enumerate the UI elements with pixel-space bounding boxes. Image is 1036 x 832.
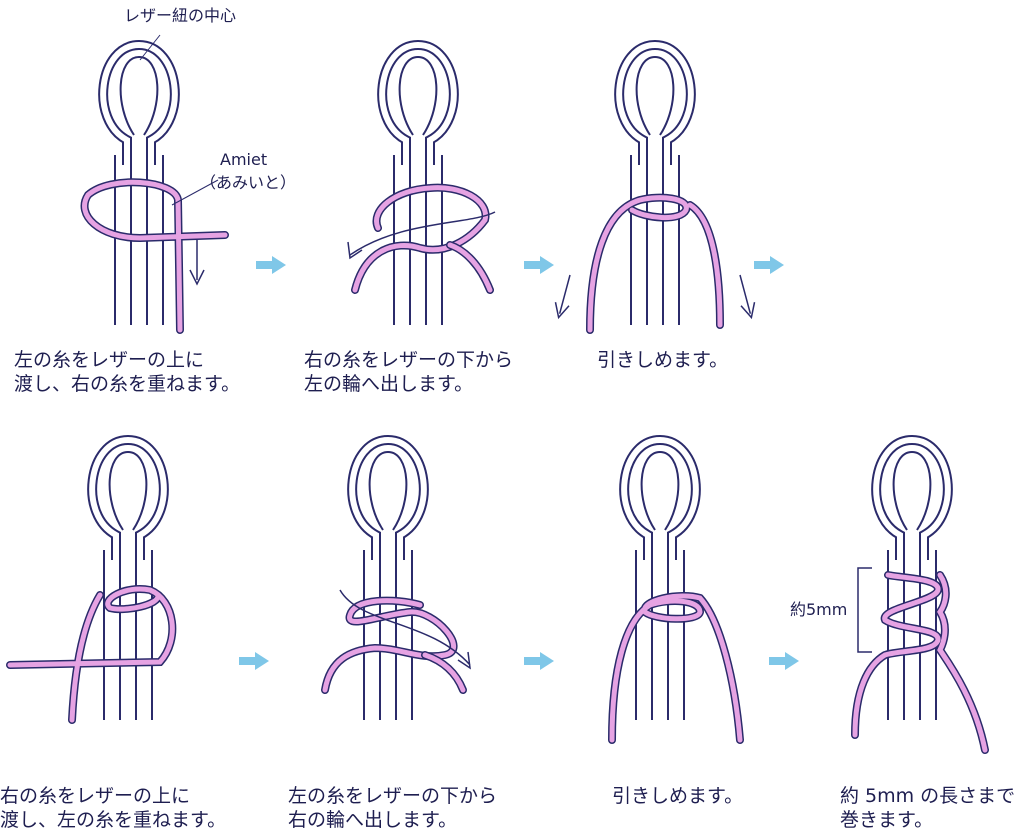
step7-figure <box>851 440 989 754</box>
amiet-label: Amiet <box>220 150 268 169</box>
step5-figure <box>321 440 471 720</box>
step3-caption: 引きしめます。 <box>597 349 729 371</box>
right-arrow-icon <box>769 652 799 670</box>
amiet-reading-label: （あみいと） <box>200 173 297 192</box>
step4-figure <box>6 440 177 720</box>
step5-caption: 左の糸をレザーの下から 右の輪へ出します。 <box>288 785 498 831</box>
step4-caption: 右の糸をレザーの上に 渡し、左の糸を重ねます。 <box>0 785 227 831</box>
length-label: 約5mm <box>790 600 848 619</box>
step7-caption: 約 5mm の長さまで 巻きます。 <box>840 785 1016 831</box>
right-arrow-icon <box>239 652 269 670</box>
down-arrow-icon <box>732 272 759 321</box>
step1-figure <box>80 34 229 334</box>
leather-center-label: レザー紐の中心 <box>124 6 237 25</box>
right-arrow-icon <box>256 256 286 274</box>
right-arrow-icon <box>524 652 554 670</box>
step6-caption: 引きしめます。 <box>612 785 744 807</box>
step6-figure <box>608 440 744 744</box>
step3-figure <box>551 45 759 334</box>
step2-caption: 右の糸をレザーの下から 左の輪へ出します。 <box>304 349 514 395</box>
step2-figure <box>347 45 496 325</box>
down-arrow-icon <box>551 272 578 321</box>
step1-caption: 左の糸をレザーの上に 渡し、右の糸を重ねます。 <box>14 349 241 395</box>
right-arrow-icon <box>524 256 554 274</box>
right-arrow-icon <box>754 256 784 274</box>
down-arrow-icon <box>189 239 205 285</box>
